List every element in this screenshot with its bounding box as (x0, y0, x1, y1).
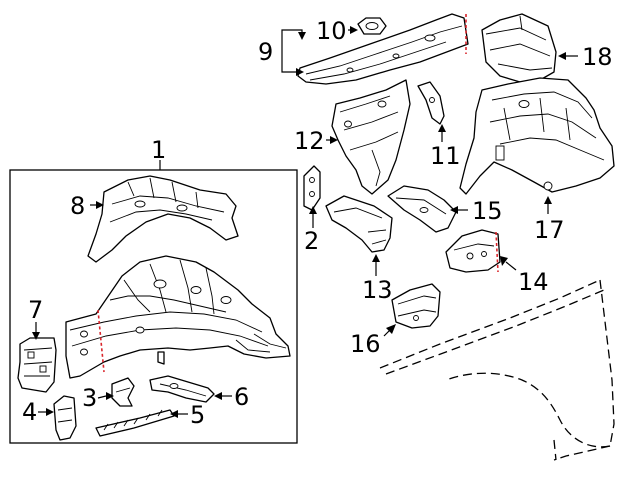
part-15-reinforcement (387, 185, 457, 233)
part-5-reinforcement (95, 409, 175, 437)
part-10-grommet (357, 17, 387, 35)
callout-12: 12 (294, 127, 325, 155)
part-12-shock-tower (331, 79, 411, 195)
fender-outline (379, 279, 615, 461)
part-16-bracket (391, 283, 441, 329)
part-6-bracket (149, 375, 215, 403)
callout-10: 10 (316, 17, 347, 45)
callout-13: 13 (362, 276, 393, 304)
callout-1: 1 (151, 136, 166, 164)
part-14-bracket (445, 229, 501, 273)
callout-18: 18 (582, 43, 613, 71)
cut-lines (97, 14, 499, 373)
callout-4: 4 (22, 398, 37, 426)
part-8-wheelhouse-upper (87, 175, 239, 263)
callout-17: 17 (534, 216, 565, 244)
callout-11: 11 (430, 142, 461, 170)
callout-16: 16 (350, 330, 381, 358)
callout-8: 8 (70, 192, 85, 220)
part-9-upper-rail (297, 13, 469, 85)
part-11-bracket (417, 81, 445, 125)
assembly-1-group-box (9, 169, 298, 444)
cut-line-14 (495, 231, 499, 273)
cut-line-1 (97, 309, 105, 373)
callout-7: 7 (28, 296, 43, 324)
part-2-plate (303, 165, 321, 211)
callout-5: 5 (190, 401, 205, 429)
part-1-front-rail-assembly (65, 255, 291, 379)
callout-15: 15 (472, 197, 503, 225)
part-17-wheelhouse (459, 77, 615, 195)
callout-labels: 1 2 3 4 5 6 7 8 9 10 11 12 13 14 15 16 1… (22, 17, 613, 429)
callout-3: 3 (82, 384, 97, 412)
part-13-bracket (325, 195, 393, 253)
callout-14: 14 (518, 268, 549, 296)
callout-9: 9 (258, 38, 273, 66)
callout-2: 2 (304, 227, 319, 255)
part-3-bracket (111, 377, 135, 407)
part-4-bracket (53, 395, 77, 441)
callout-6: 6 (234, 383, 249, 411)
part-18-tray (481, 13, 557, 83)
leaders (32, 26, 578, 418)
part-7-bracket (17, 337, 57, 393)
